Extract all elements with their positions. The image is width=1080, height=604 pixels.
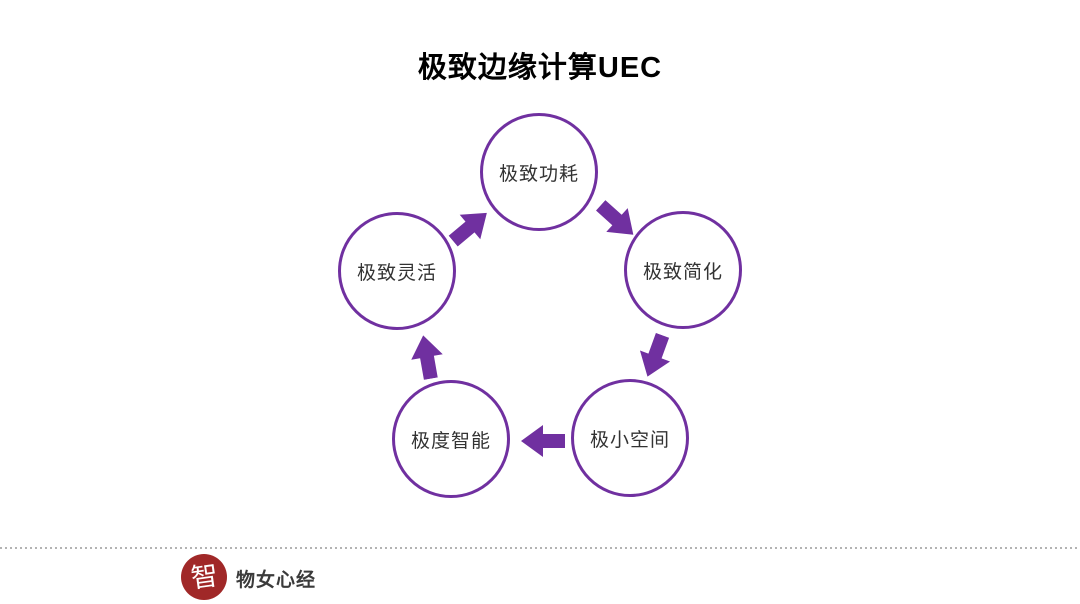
dotted-divider — [0, 547, 1080, 549]
arrow-bottom-left-to-left-icon — [403, 332, 450, 382]
page-title: 极致边缘计算UEC — [417, 52, 663, 84]
node-label: 极致简化 — [642, 261, 723, 283]
node-label: 极小空间 — [589, 429, 670, 451]
arrow-right-to-bottom-right-icon — [629, 328, 682, 383]
brand-logo-icon: 智 — [181, 554, 227, 600]
node-ultimate-flexibility: 极致灵活 — [338, 212, 456, 330]
node-minimal-space: 极小空间 — [571, 379, 689, 497]
node-ultimate-simplification: 极致简化 — [624, 211, 742, 329]
node-label: 极度智能 — [410, 430, 491, 452]
node-label: 极致功耗 — [498, 163, 579, 185]
logo-character: 智 — [188, 559, 220, 595]
node-extreme-intelligence: 极度智能 — [392, 380, 510, 498]
node-label: 极致灵活 — [356, 262, 437, 284]
node-ultimate-power: 极致功耗 — [480, 113, 598, 231]
arrow-bottom-right-to-bottom-left-icon — [521, 421, 565, 461]
footer: 智 物女心经 — [0, 547, 1080, 604]
arrow-left-to-top-icon — [440, 198, 499, 257]
arrow-top-to-right-icon — [587, 190, 646, 249]
brand-name: 物女心经 — [236, 570, 317, 591]
